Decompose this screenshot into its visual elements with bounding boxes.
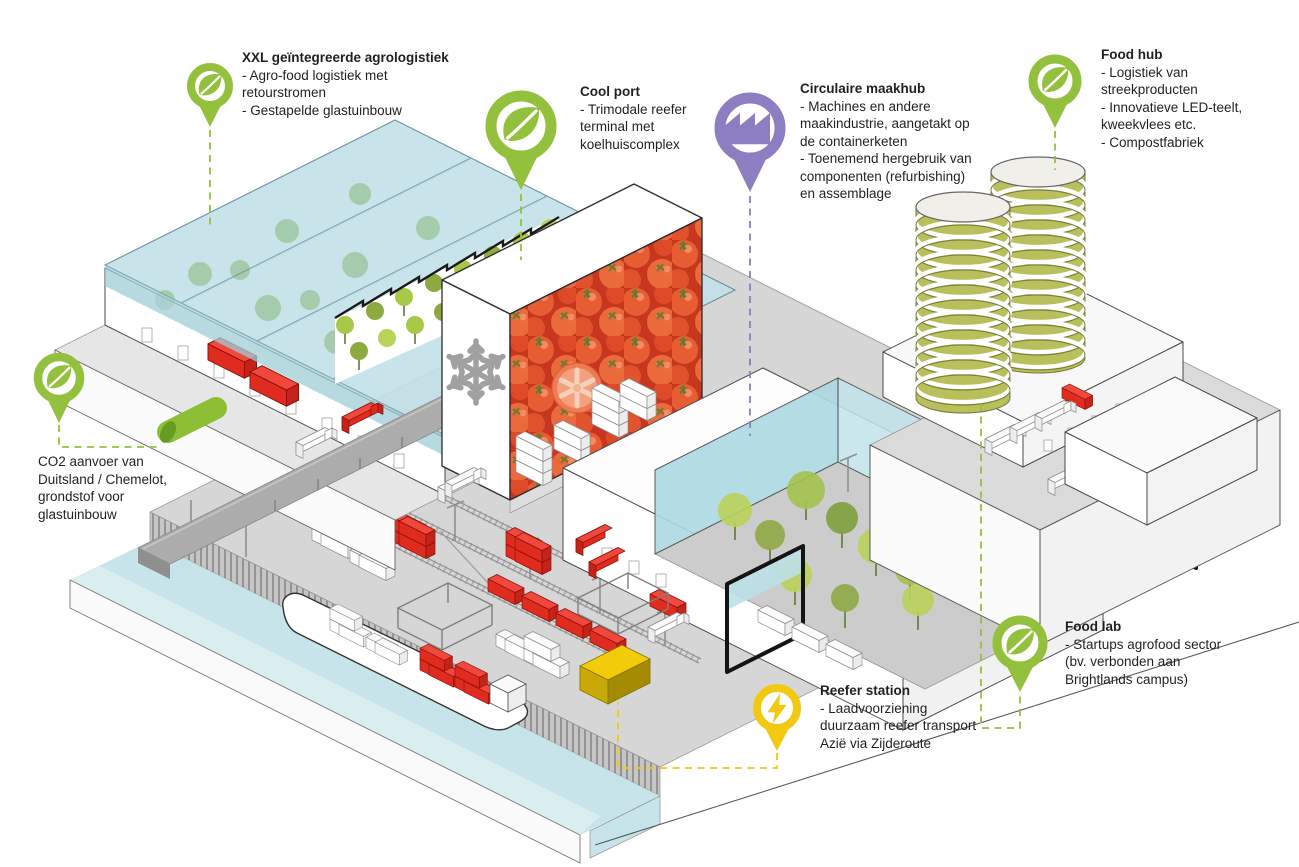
leaf-pin-coolport — [485, 90, 557, 190]
label-line: terminal met — [580, 119, 655, 134]
food-hub-towers — [916, 156, 1085, 414]
map-pins — [33, 54, 1082, 751]
label-title: XXL geïntegreerde agrologistiek — [242, 50, 449, 65]
canal-end-face — [589, 795, 661, 859]
label-line: retourstromen — [242, 85, 327, 100]
label-line: grondstof voor — [38, 489, 125, 504]
label-line: - Gestapelde glastuinbouw — [242, 102, 402, 118]
label-line: CO2 aanvoer van — [38, 454, 144, 469]
reefer-station-building — [579, 644, 651, 705]
label-line: - Startups agrofood sector — [1065, 636, 1222, 652]
label-line: - Compostfabriek — [1101, 134, 1204, 150]
label-line: de containerketen — [800, 133, 908, 149]
label-co2: CO2 aanvoer van Duitsland / Chemelot, gr… — [38, 453, 167, 523]
gantry-frame — [396, 582, 494, 651]
lightning-pin-reefer — [753, 684, 801, 751]
label-title: Food hub — [1101, 47, 1163, 62]
label-reefer: Reefer station - Laadvoorziening duurzaa… — [820, 682, 976, 752]
label-line: Azië via Zijderoute — [820, 735, 932, 751]
label-maakhub: Circulaire maakhub - Machines en andere … — [800, 80, 972, 203]
road-end-face — [138, 548, 170, 579]
label-title: Reefer station — [820, 683, 911, 698]
island-base-edge — [594, 621, 1299, 846]
label-line: glastuinbouw — [38, 506, 117, 522]
label-agrologistics: XXL geïntegreerde agrologistiek - Agro-f… — [242, 49, 449, 119]
label-title: Cool port — [580, 84, 640, 99]
pin-connectors — [58, 130, 1056, 769]
co2-pipe — [157, 397, 227, 443]
leaf-pin-foodlab — [992, 615, 1048, 692]
factory-pin-maakhub — [714, 92, 786, 192]
label-line: - Innovatieve LED-teelt, — [1101, 99, 1243, 115]
label-line: Brightlands campus) — [1065, 671, 1189, 687]
label-line: Duitsland / Chemelot, — [38, 471, 168, 487]
label-line: kweekvlees etc. — [1101, 117, 1197, 132]
label-line: - Logistiek van — [1101, 64, 1189, 80]
sawtooth-edge — [334, 215, 560, 320]
label-foodhub: Food hub - Logistiek van streekproducten… — [1101, 46, 1242, 151]
label-line: - Laadvoorziening — [820, 700, 928, 716]
food-lab-building — [1064, 376, 1258, 526]
wheelhouse — [489, 674, 527, 713]
leaf-pin-co2 — [33, 352, 85, 423]
label-line: - Agro-food logistiek met — [242, 67, 388, 83]
label-line: en assemblage — [800, 186, 892, 201]
leaf-pin-foodhub — [1028, 54, 1082, 128]
label-line: (bv. verbonden aan — [1065, 654, 1181, 669]
outer-bank — [69, 579, 581, 864]
label-line: - Toenemend hergebruik van — [800, 151, 972, 166]
leaf-pin-agrologistics — [187, 63, 233, 127]
label-line: koelhuiscomplex — [580, 136, 680, 152]
label-coolport: Cool port - Trimodale reefer terminal me… — [580, 83, 687, 153]
label-line: componenten (refurbishing) — [800, 168, 966, 184]
water-surface — [70, 541, 660, 835]
label-title: Food lab — [1065, 619, 1122, 634]
label-line: maakindustrie, aangetakt op — [800, 116, 970, 131]
label-foodlab: Food lab - Startups agrofood sector (bv.… — [1065, 618, 1221, 688]
food-hub-area — [869, 156, 1281, 646]
gantry-frame — [576, 572, 670, 635]
label-line: - Machines en andere — [800, 98, 931, 114]
label-line: streekproducten — [1101, 82, 1198, 97]
quay-foreground — [445, 468, 863, 705]
container-ship — [282, 592, 529, 731]
label-line: duurzaam reefer transport — [820, 718, 977, 733]
label-line: - Trimodale reefer — [580, 101, 687, 117]
label-title: Circulaire maakhub — [800, 81, 926, 96]
